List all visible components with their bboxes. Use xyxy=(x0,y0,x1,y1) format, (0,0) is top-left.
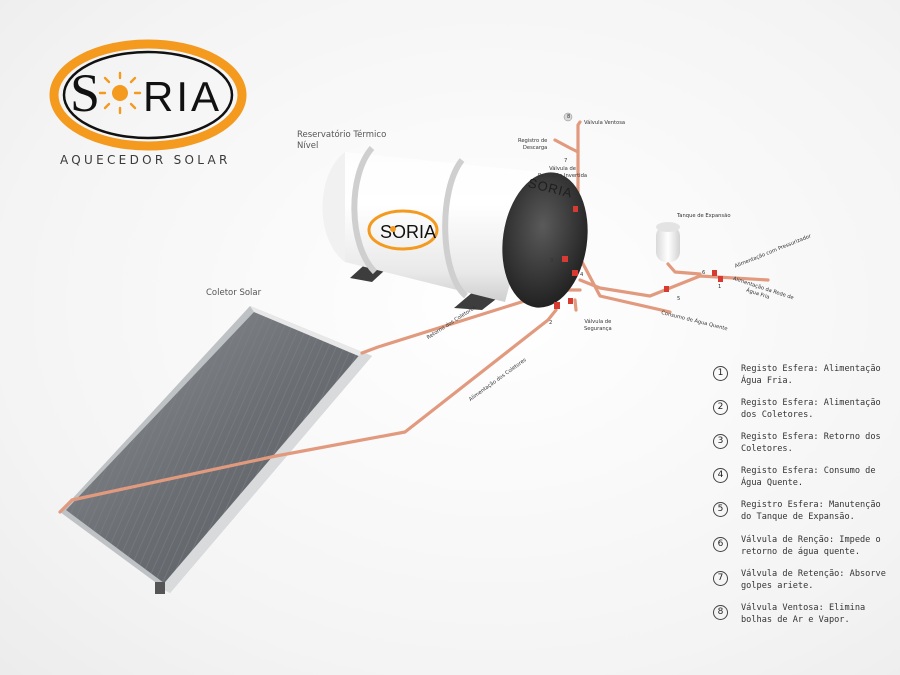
logo-letter-s: S xyxy=(70,63,100,123)
expansion-pipe xyxy=(666,262,702,276)
collector-feed-pipe xyxy=(58,308,558,514)
tank-left-cap xyxy=(322,152,345,262)
diagram-number-2: 2 xyxy=(549,320,553,326)
logo-black-ring xyxy=(62,50,234,140)
collector-top-edge xyxy=(250,306,372,360)
valve-3-icon xyxy=(562,256,568,262)
logo-subtitle: AQUECEDOR SOLAR xyxy=(60,153,231,167)
valve-2-icon xyxy=(554,302,560,309)
legend-text: Registo Esfera: Alimentação dos Coletore… xyxy=(741,398,881,420)
soria-logo: S RIA xyxy=(49,39,247,151)
safety-valve-label-line1: Válvula de xyxy=(584,319,612,325)
diagram-number-1: 1 xyxy=(718,284,722,290)
safety-valve-label-line2: Segurança xyxy=(584,325,612,332)
solar-collector xyxy=(60,306,372,594)
diagram-number-4: 4 xyxy=(580,272,584,278)
valve-6-icon xyxy=(712,270,717,276)
valve-1-icon xyxy=(718,276,723,282)
collector-fins xyxy=(66,312,366,586)
vent-riser-pipe xyxy=(576,120,582,197)
legend-text: Válvula de Renção: Impede o retorno de á… xyxy=(741,535,881,557)
tank-end-cap xyxy=(502,172,588,308)
safety-valve-icon xyxy=(568,298,573,304)
check-valve-label: Válvula de Retenção Invertida xyxy=(538,166,587,179)
legend-text: Registo Esfera: Alimentação Água Fria. xyxy=(741,364,881,386)
collector-foot xyxy=(155,582,165,594)
thermal-reservoir: SORIA SORIA xyxy=(322,146,588,310)
tank-logo-sun xyxy=(390,226,396,232)
valve-4-icon xyxy=(572,270,578,276)
legend-text: Válvula de Retenção: Absorve golpes arie… xyxy=(741,569,886,591)
check-valve-label-line2: Retenção Invertida xyxy=(538,172,588,179)
tank-logo-text: SORIA xyxy=(380,222,436,242)
collector-side-edge xyxy=(160,352,372,593)
diagram-number-6: 6 xyxy=(702,270,706,276)
reservoir-label-line1: Reservatório Térmico xyxy=(297,130,387,140)
reservoir-label-line2: Nível xyxy=(297,141,319,151)
legend-text: Registo Esfera: Consumo de Água Quente. xyxy=(741,466,876,488)
air-valve-label: Válvula Ventosa xyxy=(584,120,626,126)
legend-number: 8 xyxy=(713,605,728,620)
expansion-tank xyxy=(656,222,680,262)
safety-pipe xyxy=(573,298,578,312)
tank-band-1 xyxy=(351,146,378,275)
check-valve-label-line1: Válvula de xyxy=(549,166,576,172)
legend-number: 2 xyxy=(713,400,728,415)
legend-text: Válvula Ventosa: Elimina bolhas de Ar e … xyxy=(741,603,866,625)
legend-number: 7 xyxy=(713,571,728,586)
diagram-number-5: 5 xyxy=(677,296,681,302)
collector-label: Coletor Solar xyxy=(206,288,262,298)
reservoir-label: Reservatório Térmico Nível xyxy=(297,130,386,152)
drain-label-line1: Registro de xyxy=(518,138,548,144)
valve-5-icon xyxy=(664,286,669,292)
tank-logo-ring xyxy=(367,209,439,251)
expansion-tank-label: Tanque de Expansão xyxy=(677,213,731,219)
legend-number: 3 xyxy=(713,434,728,449)
legend-text: Registo Esfera: Retorno dos Coletores. xyxy=(741,432,881,454)
drain-label-line2: Descarga xyxy=(522,144,548,151)
logo-letters-ria: RIA xyxy=(143,73,222,120)
legend-text: Registro Esfera: Manutenção do Tanque de… xyxy=(741,500,881,522)
drain-label: Registro de Descarga xyxy=(518,138,547,151)
diagram-number-7: 7 xyxy=(564,158,568,164)
legend-number: 4 xyxy=(713,468,728,483)
air-valve-icon xyxy=(563,112,573,122)
sun-icon xyxy=(98,71,142,115)
legend-number: 1 xyxy=(713,366,728,381)
valves xyxy=(554,112,723,309)
legend-number: 6 xyxy=(713,537,728,552)
drain-pipe xyxy=(553,138,580,154)
logo-orange-ring xyxy=(49,39,247,151)
diagram-number-3: 3 xyxy=(550,258,554,264)
tank-body xyxy=(337,152,540,302)
diagram-number-8: 8 xyxy=(567,114,571,120)
legend-number: 5 xyxy=(713,502,728,517)
valve-7-icon xyxy=(573,206,578,212)
safety-valve-label: Válvula de Segurança xyxy=(584,319,612,332)
tank-band-2 xyxy=(442,158,469,299)
